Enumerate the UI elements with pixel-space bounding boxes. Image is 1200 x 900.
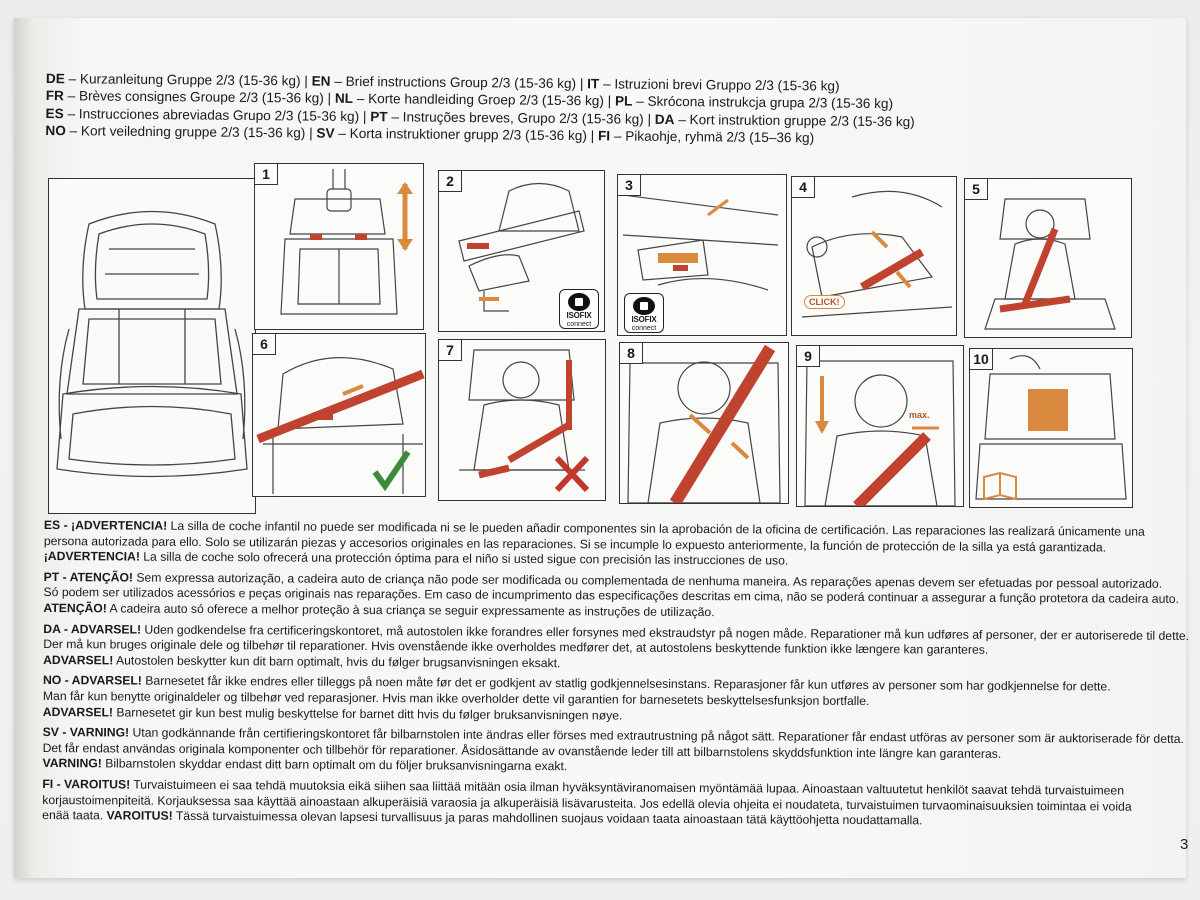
title-text: – Instruções breves, Grupo 2/3 (15-36 kg… xyxy=(387,109,655,127)
title-text: – Skrócona instrukcja grupa 2/3 (15-36 k… xyxy=(632,94,894,112)
max-indicator: max. xyxy=(909,410,930,420)
warning-text: La silla de coche solo ofrecerá una prot… xyxy=(139,549,789,568)
warning-block: SV - VARNING! Utan godkännande från cert… xyxy=(42,725,1184,779)
manual-page: DE – Kurzanleitung Gruppe 2/3 (15-36 kg)… xyxy=(14,18,1189,878)
check-icon xyxy=(372,450,411,492)
isofix-connect-logo: ISOFIX connect xyxy=(624,293,664,333)
isofix-icon xyxy=(568,293,590,311)
title-block: DE – Kurzanleitung Gruppe 2/3 (15-36 kg)… xyxy=(45,70,1026,149)
step-9-panel: 9 max. xyxy=(796,345,964,507)
step-number: 10 xyxy=(970,349,993,370)
title-text: – Brief instructions Group 2/3 (15-36 kg… xyxy=(330,73,588,92)
step-5-panel: 5 xyxy=(964,178,1132,338)
title-text: – Kort instruktion gruppe 2/3 (15-36 kg) xyxy=(674,111,915,130)
language-code: SV xyxy=(316,125,335,141)
step-number: 3 xyxy=(618,175,641,196)
warning-block: NO - ADVARSEL! Barnesetet får ikke endre… xyxy=(43,673,1153,727)
isofix-icon xyxy=(633,297,655,315)
step-number: 1 xyxy=(255,164,278,185)
cross-icon xyxy=(554,455,590,493)
step-4-panel: 4 CLICK! xyxy=(791,176,957,336)
step-3-panel: 3 ISOFIX connect xyxy=(617,174,787,336)
title-text: – Korta instruktioner grupp 2/3 (15-36 k… xyxy=(334,125,599,144)
title-text: – Kort veiledning gruppe 2/3 (15-36 kg) … xyxy=(65,123,317,141)
language-code: ES xyxy=(45,105,64,121)
page-number: 3 xyxy=(1180,836,1189,853)
language-code: PL xyxy=(614,93,633,110)
warning-block: FI - VAROITUS! Turvaistuimeen ei saa teh… xyxy=(42,777,1152,831)
warning-heading: SV - VARNING! xyxy=(42,725,130,740)
isofix-connect-logo: ISOFIX connect xyxy=(559,289,599,329)
language-code: EN xyxy=(311,73,331,89)
step-number: 4 xyxy=(792,177,815,198)
step-number: 8 xyxy=(620,343,643,364)
step-8-panel: 8 xyxy=(619,342,789,504)
language-code: FR xyxy=(45,88,64,104)
read-manual-icon xyxy=(983,471,1017,501)
step-1-panel: 1 xyxy=(254,163,424,330)
warning-heading: NO - ADVARSEL! xyxy=(42,673,142,688)
warning-heading: ADVARSEL! xyxy=(43,652,114,668)
language-code: NO xyxy=(45,123,66,139)
step-number: 2 xyxy=(439,171,462,192)
step-7-panel: 7 xyxy=(438,339,606,501)
warning-heading: ¡ADVERTENCIA! xyxy=(43,549,140,564)
click-indicator: CLICK! xyxy=(804,295,845,309)
step-6-panel: 6 xyxy=(252,333,426,497)
warning-text: enää taata. xyxy=(42,808,107,823)
warning-block: PT - ATENÇÃO! Sem expressa autorização, … xyxy=(43,569,1179,624)
warning-heading: PT - ATENÇÃO! xyxy=(43,569,134,585)
language-code: DA xyxy=(654,111,675,127)
warning-text: Bilbarnstolen skyddar endast ditt barn o… xyxy=(101,756,568,774)
warning-text: Barnesetet gir kun best mulig beskyttels… xyxy=(112,704,623,723)
language-code: IT xyxy=(587,76,600,92)
warning-heading: ATENÇÃO! xyxy=(43,600,107,616)
step-number: 5 xyxy=(965,179,988,200)
warning-block: ES - ¡ADVERTENCIA! La silla de coche inf… xyxy=(44,518,1154,572)
warnings-section: ES - ¡ADVERTENCIA! La silla de coche inf… xyxy=(42,518,1189,835)
language-code: NL xyxy=(334,91,354,107)
car-seat-icon xyxy=(56,210,248,478)
title-text: – Instrucciones abreviadas Grupo 2/3 (15… xyxy=(63,105,371,124)
warning-block: DA - ADVARSEL! Uden godkendelse fra cert… xyxy=(43,621,1189,676)
step-number: 6 xyxy=(253,334,276,355)
warning-heading: ES - ¡ADVERTENCIA! xyxy=(43,518,168,533)
step-10-panel: 10 xyxy=(969,348,1133,508)
warning-text: Autostolen beskytter kun dit barn optima… xyxy=(113,653,561,670)
seat-overview-illustration xyxy=(48,178,256,514)
language-code: FI xyxy=(597,128,611,144)
title-text: – Brèves consignes Groupe 2/3 (15-36 kg)… xyxy=(63,88,335,107)
warning-heading: VARNING! xyxy=(42,756,102,771)
warning-heading: DA - ADVARSEL! xyxy=(43,621,142,637)
language-code: DE xyxy=(45,70,65,87)
step-2-panel: 2 ISOFIX connect xyxy=(438,170,605,332)
step-number: 7 xyxy=(439,340,462,361)
title-text: – Kurzanleitung Gruppe 2/3 (15-36 kg) | xyxy=(64,71,312,89)
warning-text: A cadeira auto só oferece a melhor prote… xyxy=(106,601,715,620)
title-text: – Pikaohje, ryhmä 2/3 (15–36 kg) xyxy=(610,128,815,146)
title-text: – Istruzioni brevi Gruppo 2/3 (15-36 kg) xyxy=(599,76,840,94)
language-code: PT xyxy=(370,108,388,125)
step-number: 9 xyxy=(797,346,820,367)
warning-heading: VAROITUS! xyxy=(106,808,173,823)
title-text: – Korte handleiding Groep 2/3 (15-36 kg)… xyxy=(352,91,616,109)
warning-heading: FI - VAROITUS! xyxy=(42,776,131,792)
warning-heading: ADVARSEL! xyxy=(42,704,114,719)
